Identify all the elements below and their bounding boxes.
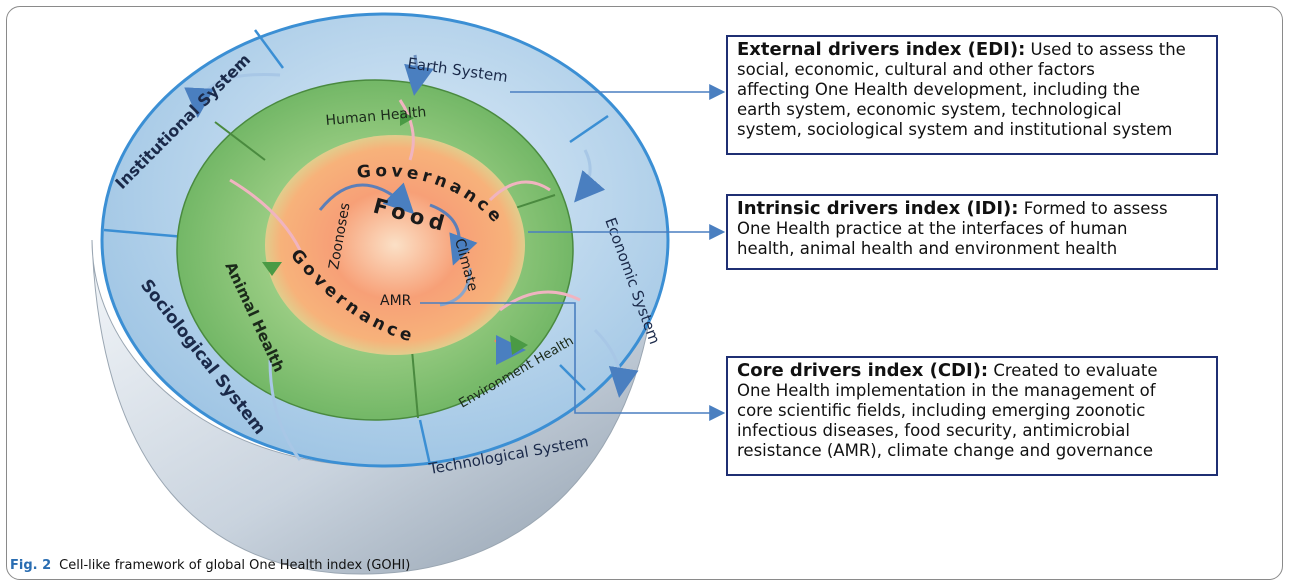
- idi-heading: Intrinsic drivers index (IDI):: [737, 198, 1019, 219]
- flow-arrows: [184, 54, 639, 461]
- connector-lines: [420, 84, 726, 421]
- edi-line1: Used to assess the: [1025, 40, 1186, 59]
- cdi-line2: One Health implementation in the managem…: [737, 381, 1156, 400]
- cdi-heading: Core drivers index (CDI):: [737, 360, 989, 381]
- caption-text: Cell-like framework of global One Health…: [59, 558, 411, 573]
- idi-line1: Formed to assess: [1018, 199, 1168, 218]
- figure-frame: [6, 6, 1283, 580]
- edi-line5: system, sociological system and institut…: [737, 120, 1173, 139]
- caption-label: Fig. 2: [10, 558, 52, 573]
- idi-line2: One Health practice at the interfaces of…: [737, 219, 1128, 238]
- cdi-line3: core scientific fields, including emergi…: [737, 401, 1146, 420]
- core-zone: [265, 135, 525, 355]
- outer-ring-dividers: [103, 29, 609, 466]
- cdi-line5: resistance (AMR), climate change and gov…: [737, 441, 1153, 460]
- idi-line3: health, animal health and environment he…: [737, 239, 1118, 258]
- label-amr: AMR: [380, 293, 412, 309]
- cdi-info-box: Core drivers index (CDI): Created to eva…: [726, 356, 1218, 476]
- edi-heading: External drivers index (EDI):: [737, 39, 1026, 60]
- edi-line4: earth system, economic system, technolog…: [737, 100, 1122, 119]
- green-arrowheads: [262, 110, 528, 355]
- edi-line3: affecting One Health development, includ…: [737, 80, 1141, 99]
- cdi-line1: Created to evaluate: [988, 361, 1158, 380]
- cdi-line4: infectious diseases, food security, anti…: [737, 421, 1130, 440]
- figure-caption: Fig. 2 Cell-like framework of global One …: [10, 558, 410, 573]
- edi-line2: social, economic, cultural and other fac…: [737, 60, 1095, 79]
- edi-info-box: External drivers index (EDI): Used to as…: [726, 35, 1218, 155]
- idi-info-box: Intrinsic drivers index (IDI): Formed to…: [726, 194, 1218, 270]
